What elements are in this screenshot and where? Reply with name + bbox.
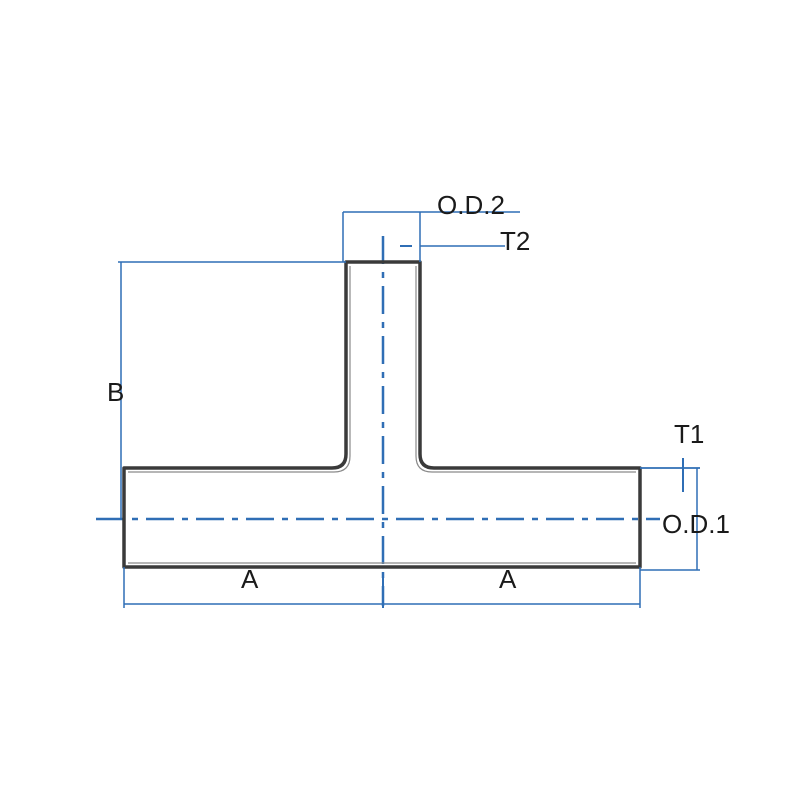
od1-dimension: O.D.1	[640, 467, 730, 571]
tee-outline	[122, 260, 642, 569]
t1-label: T1	[674, 419, 704, 449]
od1-label: O.D.1	[662, 509, 730, 539]
inner-wall-right	[415, 266, 636, 473]
b-dimension: B	[107, 261, 346, 519]
od2-label: O.D.2	[437, 190, 505, 220]
b-label: B	[107, 377, 124, 407]
od2-dimension: O.D.2	[342, 190, 520, 262]
t2-label: T2	[500, 226, 530, 256]
t1-dimension: T1	[640, 419, 704, 492]
inner-wall-left	[128, 266, 351, 473]
a-left-label: A	[241, 564, 259, 594]
a-right-label: A	[499, 564, 517, 594]
t2-dimension: T2	[400, 226, 530, 256]
a-dimensions: A A	[123, 564, 641, 608]
tee-body	[122, 260, 642, 569]
